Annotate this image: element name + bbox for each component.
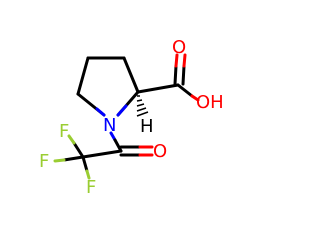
bond-n-c2-blue [116,104,128,117]
bond-carboxyl-double-o-a [173,64,178,86]
nitrogen-atom-label: N [103,115,116,136]
bond-carboxyl-double-o-b [181,64,186,86]
bond-cf3-f-top [72,141,85,159]
bond-carboxyl-double-o-b-red [182,53,187,68]
bond-carboxyl-oh [176,83,194,98]
bond-c2-carboxyl [136,83,180,94]
bond-cf3-f-bottom [81,155,89,173]
carbonyl-oxygen-label: O [172,37,186,58]
carboxylic-acid-group [136,53,200,102]
fluorine-bottom-label: F [86,177,96,198]
bond-carboxyl-oh-red [190,94,200,102]
bond-acyl-cf3 [81,149,123,159]
bond-cf3-f-left-green [53,158,66,163]
trifluoroacetyl-group [53,131,154,180]
bond-cf3-f-bottom-green [85,169,91,180]
molecule-structure-diagram: N O OH H O F F F [39,37,224,198]
bond-cf3-f-top-green [67,134,76,145]
bond-c5-n-blue [95,107,106,117]
bond-c2-c3 [122,56,140,94]
acyl-oxygen-label: O [153,141,167,162]
bond-cf3-f-left [62,155,85,162]
stereo-hash-bond [136,95,149,117]
fluorine-left-label: F [39,151,49,172]
stereo-hydrogen-label: H [140,116,154,137]
fluorine-top-label: F [59,121,69,142]
bond-n-acyl [113,138,123,153]
pyrrolidine-ring [76,56,140,117]
bond-c4-c5 [76,56,90,96]
bond-carboxyl-double-o-a-red [174,53,179,68]
hydroxyl-label: OH [196,92,224,113]
